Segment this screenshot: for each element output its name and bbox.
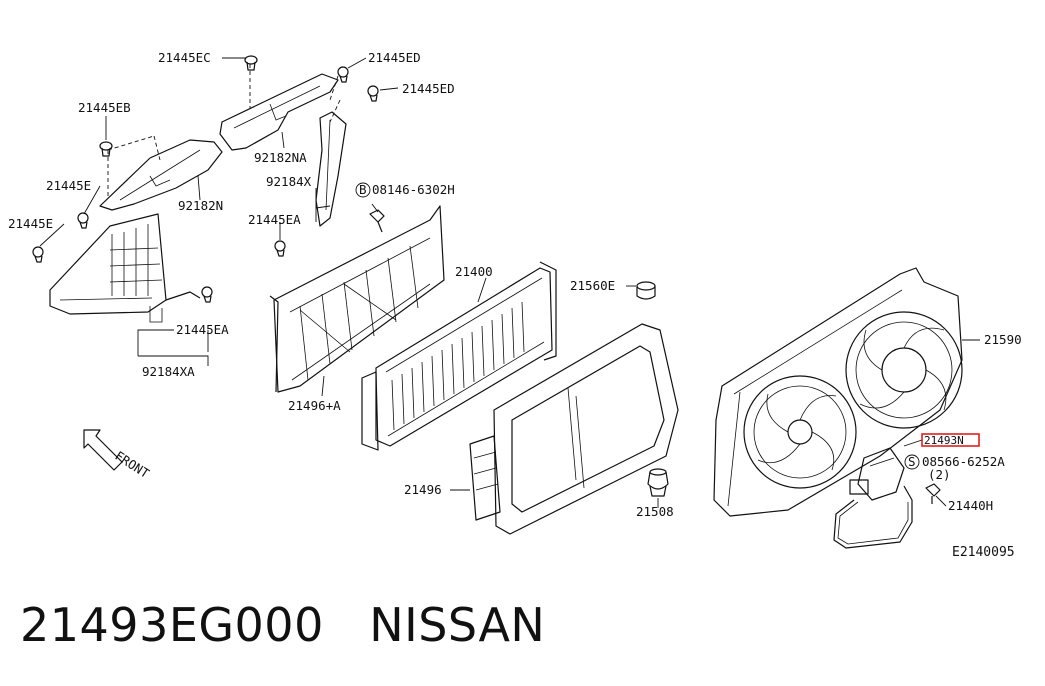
- label-21493n: 21493N: [924, 434, 964, 447]
- label-21445ec: 21445EC: [158, 50, 211, 65]
- label-front: FRONT: [112, 448, 152, 481]
- label-21445e-lower: 21445E: [8, 216, 53, 231]
- leader-lines: [39, 57, 980, 508]
- label-21445ed-top: 21445ED: [368, 50, 421, 65]
- symbol-b-circle: B: [355, 182, 371, 198]
- insulator-21560e: [636, 281, 656, 300]
- clip-21445e-lower: [32, 246, 44, 263]
- left-side-air-guide-92184xa: [49, 213, 201, 323]
- label-21496: 21496: [404, 482, 442, 497]
- label-08566-qty: (2): [928, 467, 951, 482]
- label-21560e: 21560E: [570, 278, 615, 293]
- radiator-21400: [361, 261, 557, 451]
- caption-part-number: 21493EG000: [20, 598, 324, 652]
- symbol-b: B: [359, 182, 367, 197]
- fan-controller-21493n: [857, 447, 905, 501]
- upper-air-guide: [219, 64, 339, 151]
- harness-21440h: [833, 479, 913, 549]
- label-21445e-upper: 21445E: [46, 178, 91, 193]
- symbol-s-circle: S: [904, 454, 920, 470]
- radiator-parts-diagram: 21445EC 21445ED 21445ED 21445EB 92182NA …: [8, 50, 1022, 560]
- label-21445ea-upper: 21445EA: [248, 212, 301, 227]
- label-21445ea-lower: 21445EA: [176, 322, 229, 337]
- label-08566-6252a: 08566-6252A: [922, 454, 1005, 469]
- clip-21445ea-upper: [274, 240, 286, 257]
- front-arrow-icon: [83, 429, 123, 471]
- left-air-guide-92182n: [99, 135, 223, 211]
- clip-21445e-upper: [77, 212, 89, 229]
- clip-21445ea-lower: [201, 286, 213, 303]
- screw-08566-6252a: [925, 483, 941, 504]
- clip-21445ed-second: [367, 85, 379, 102]
- side-air-guide-92184x: [315, 99, 347, 227]
- part-caption: 21493EG000 NISSAN: [20, 598, 545, 652]
- label-08146-6302h: 08146-6302H: [372, 182, 455, 197]
- label-21590: 21590: [984, 332, 1022, 347]
- label-92182na: 92182NA: [254, 150, 307, 165]
- clip-21445ec: [244, 55, 258, 71]
- label-92184x: 92184X: [266, 174, 312, 189]
- diagram-code: E2140095: [952, 545, 1015, 560]
- symbol-s: S: [908, 454, 916, 469]
- radiator-lower-seal-21496: [469, 323, 679, 535]
- fan-shroud-21590: [713, 267, 963, 517]
- caption-brand: NISSAN: [369, 598, 546, 652]
- insulator-21508: [647, 468, 669, 497]
- label-21400: 21400: [455, 264, 493, 279]
- label-21445eb: 21445EB: [78, 100, 131, 115]
- label-21440h: 21440H: [948, 498, 993, 513]
- label-92184xa: 92184XA: [142, 364, 195, 379]
- bolt-08146-6302h: [369, 209, 385, 233]
- label-21496a: 21496+A: [288, 398, 341, 413]
- label-21445ed-second: 21445ED: [402, 81, 455, 96]
- label-21508: 21508: [636, 504, 674, 519]
- clip-21445eb: [99, 141, 113, 157]
- radiator-seal-21496a: [269, 205, 445, 393]
- highlight-box-21493n: [921, 433, 980, 447]
- label-92182n: 92182N: [178, 198, 223, 213]
- clip-21445ed-top: [337, 66, 349, 83]
